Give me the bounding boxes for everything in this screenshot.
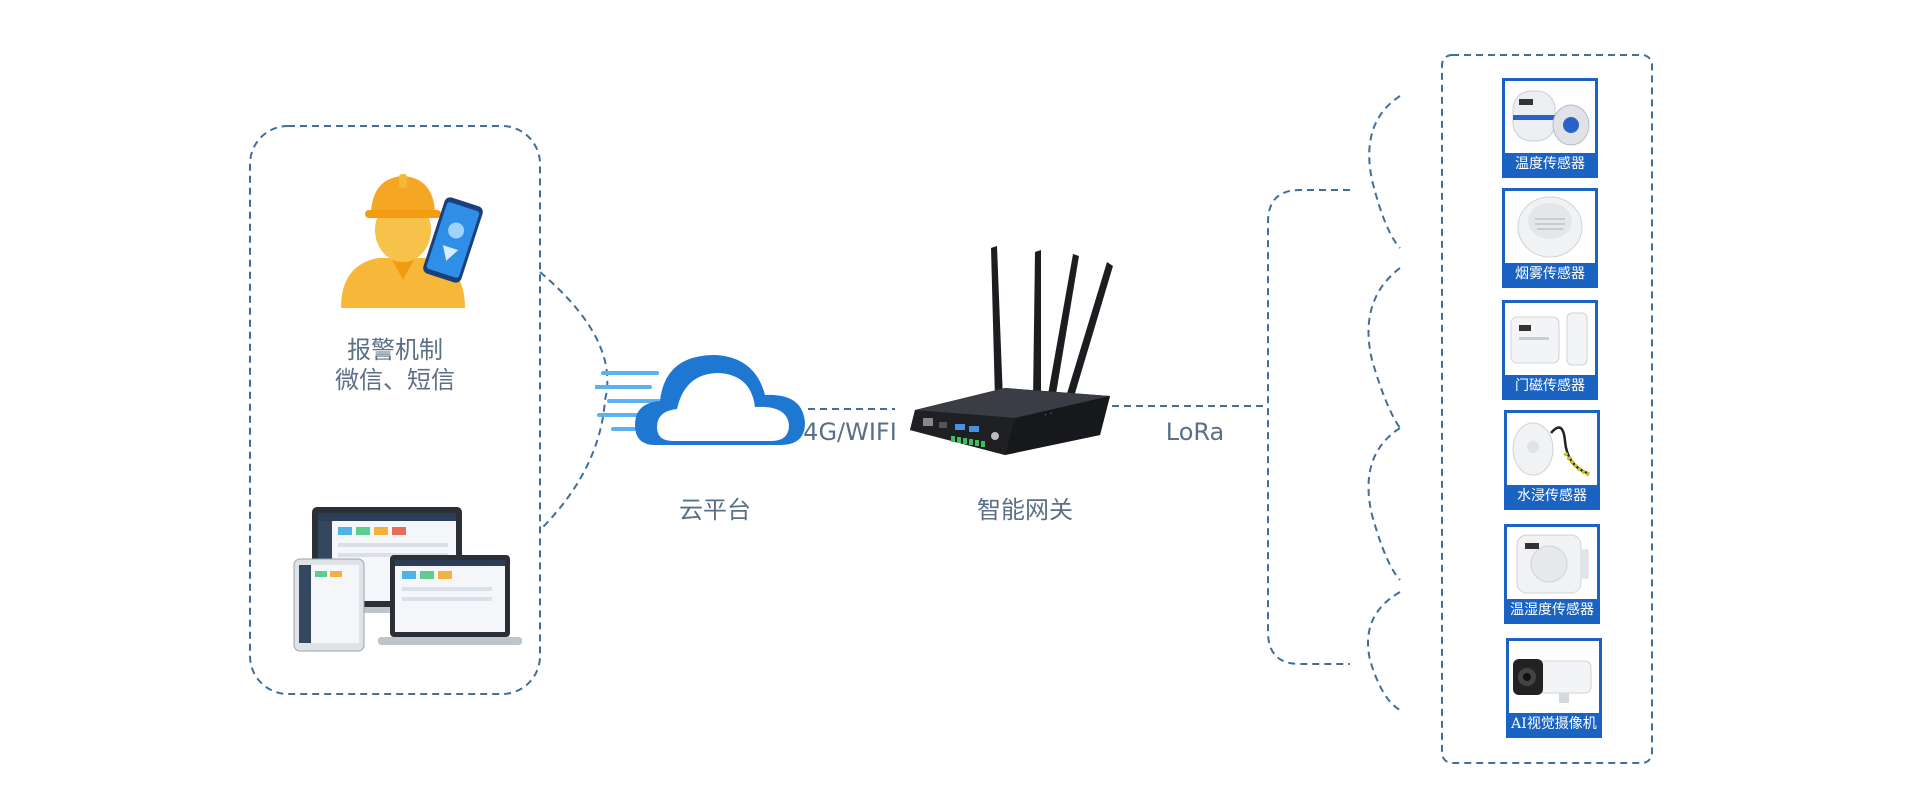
sensor-label-water-leak: 水浸传感器 (1507, 485, 1597, 507)
temperature-sensor-icon (1512, 90, 1590, 146)
downlink-label: LoRa (1165, 418, 1225, 446)
svg-text:· ·: · · (1043, 409, 1054, 421)
temp-humidity-sensor-icon (1516, 534, 1589, 594)
uplink-label: 4G/WIFI (803, 418, 897, 446)
cloud-icon (595, 355, 805, 445)
sensor-label-smoke: 烟雾传感器 (1505, 263, 1595, 285)
water-leak-sensor-icon (1512, 422, 1592, 477)
monitoring-devices-icon (293, 507, 522, 652)
sensor-card-temperature: 温度传感器 (1502, 78, 1598, 178)
sensor-card-water-leak: 水浸传感器 (1504, 410, 1600, 510)
sensor-label-door: 门磁传感器 (1505, 375, 1595, 397)
sensor-card-temp-humidity: 温湿度传感器 (1504, 524, 1600, 624)
worker-with-phone-icon (341, 174, 483, 308)
alarm-channels: 微信、短信 (335, 366, 455, 394)
smoke-sensor-icon (1517, 196, 1583, 258)
alarm-title: 报警机制 (347, 336, 443, 364)
sensor-card-door: 门磁传感器 (1502, 300, 1598, 400)
ai-camera-icon (1513, 659, 1592, 703)
smart-gateway-icon: · · (910, 246, 1113, 455)
cloud-platform-label: 云平台 (679, 496, 751, 524)
gateway-label: 智能网关 (977, 496, 1073, 524)
sensor-card-ai-camera: AI视觉摄像机 (1506, 638, 1602, 738)
door-sensor-icon (1510, 312, 1588, 366)
sensor-label-temp-humidity: 温湿度传感器 (1507, 599, 1597, 621)
sensor-label-ai-camera: AI视觉摄像机 (1509, 713, 1599, 735)
sensor-card-smoke: 烟雾传感器 (1502, 188, 1598, 288)
sensor-label-temperature: 温度传感器 (1505, 153, 1595, 175)
